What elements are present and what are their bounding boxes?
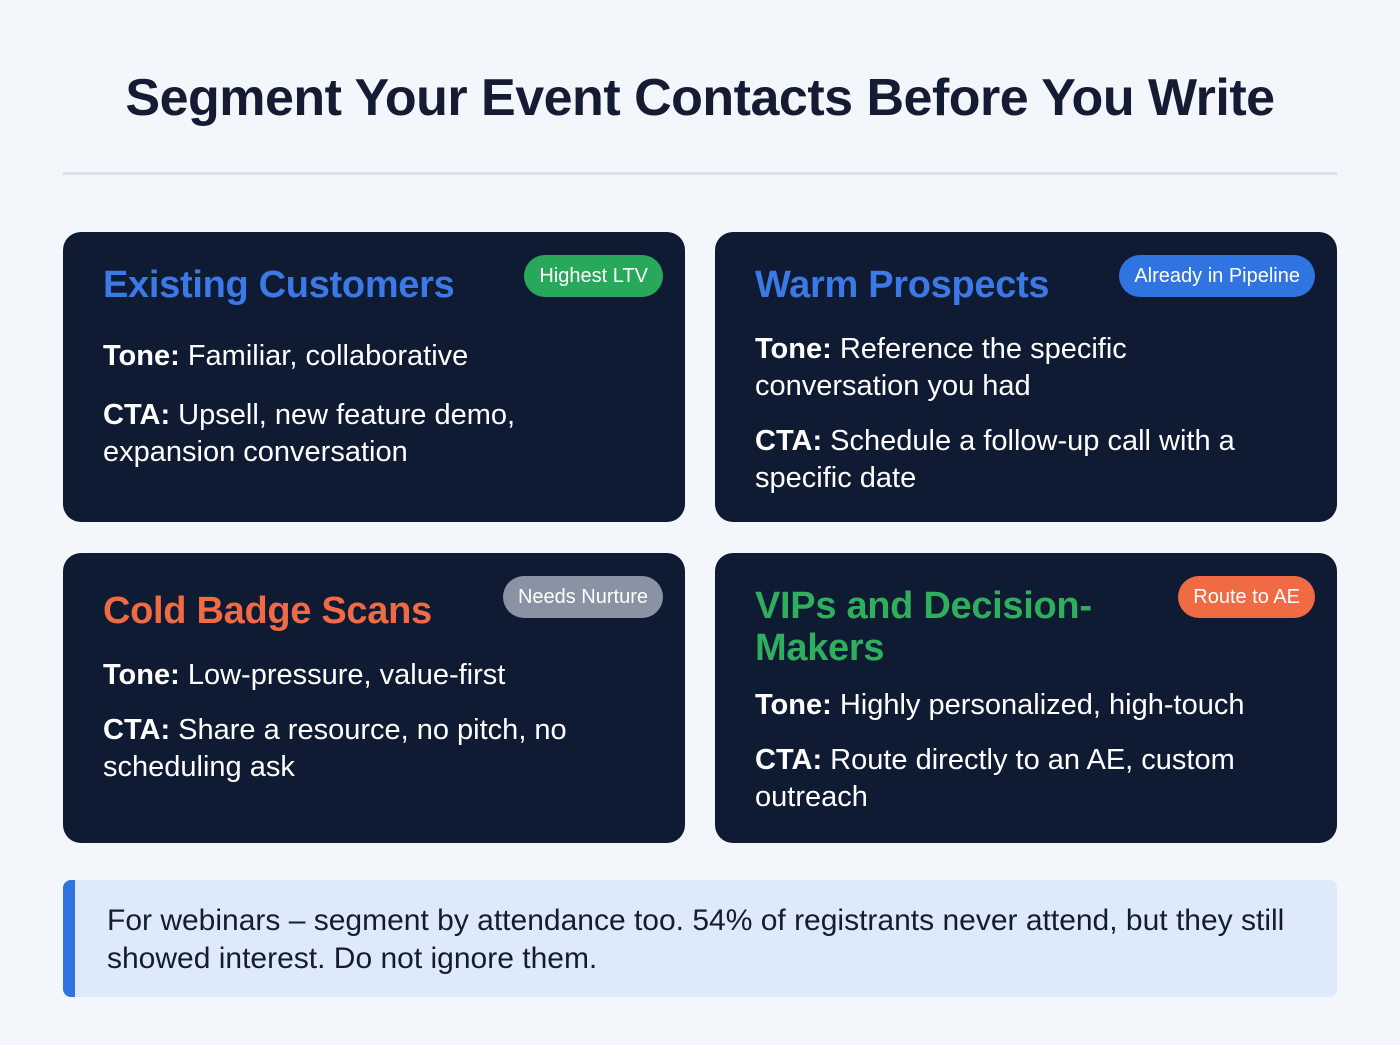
tone-value: Highly personalized, high-touch [839, 689, 1245, 721]
cta-row: CTA: Route directly to an AE, custom out… [755, 742, 1307, 816]
tone-row: Tone: Reference the specific conversatio… [755, 331, 1187, 405]
callout-accent-bar [63, 880, 75, 997]
tone-row: Tone: Low-pressure, value-first [103, 657, 655, 694]
segment-heading: Warm Prospects [755, 264, 1050, 306]
cta-label: CTA: [103, 399, 171, 431]
cta-value: Route directly to an AE, custom outreach [755, 744, 1235, 813]
page-title: Segment Your Event Contacts Before You W… [125, 69, 1275, 127]
cta-value: Upsell, new feature demo, expansion conv… [103, 399, 516, 468]
tone-label: Tone: [103, 659, 180, 691]
cta-label: CTA: [755, 744, 823, 776]
cta-label: CTA: [103, 714, 171, 746]
cta-row: CTA: Upsell, new feature demo, expansion… [103, 397, 575, 471]
segment-badge: Already in Pipeline [1119, 255, 1315, 297]
segment-badge: Highest LTV [524, 255, 663, 297]
segment-card-cold-badge-scans: Cold Badge Scans Needs Nurture Tone: Low… [63, 553, 685, 843]
tone-row: Tone: Familiar, collaborative [103, 338, 655, 375]
tone-label: Tone: [103, 340, 180, 372]
segment-heading: VIPs and Decision-Makers [755, 585, 1092, 669]
cta-row: CTA: Schedule a follow-up call with a sp… [755, 423, 1307, 497]
callout-text: For webinars – segment by attendance too… [107, 904, 1285, 975]
cta-value: Share a resource, no pitch, no schedulin… [103, 714, 567, 783]
segment-heading: Existing Customers [103, 264, 455, 306]
tone-value: Low-pressure, value-first [187, 659, 506, 691]
segment-card-warm-prospects: Warm Prospects Already in Pipeline Tone:… [715, 232, 1337, 522]
tone-row: Tone: Highly personalized, high-touch [755, 687, 1327, 724]
segment-heading: Cold Badge Scans [103, 590, 432, 632]
tone-label: Tone: [755, 689, 832, 721]
tone-value: Reference the specific conversation you … [755, 333, 1127, 402]
tone-label: Tone: [755, 333, 832, 365]
segment-badge: Route to AE [1178, 576, 1315, 618]
cta-value: Schedule a follow-up call with a specifi… [755, 425, 1235, 494]
webinar-callout: For webinars – segment by attendance too… [63, 880, 1337, 997]
segment-card-vips: VIPs and Decision-Makers Route to AE Ton… [715, 553, 1337, 843]
cta-row: CTA: Share a resource, no pitch, no sche… [103, 712, 625, 786]
tone-value: Familiar, collaborative [187, 340, 469, 372]
cta-label: CTA: [755, 425, 823, 457]
segment-badge: Needs Nurture [502, 576, 663, 618]
segment-card-existing-customers: Existing Customers Highest LTV Tone: Fam… [63, 232, 685, 522]
title-divider [63, 172, 1337, 175]
